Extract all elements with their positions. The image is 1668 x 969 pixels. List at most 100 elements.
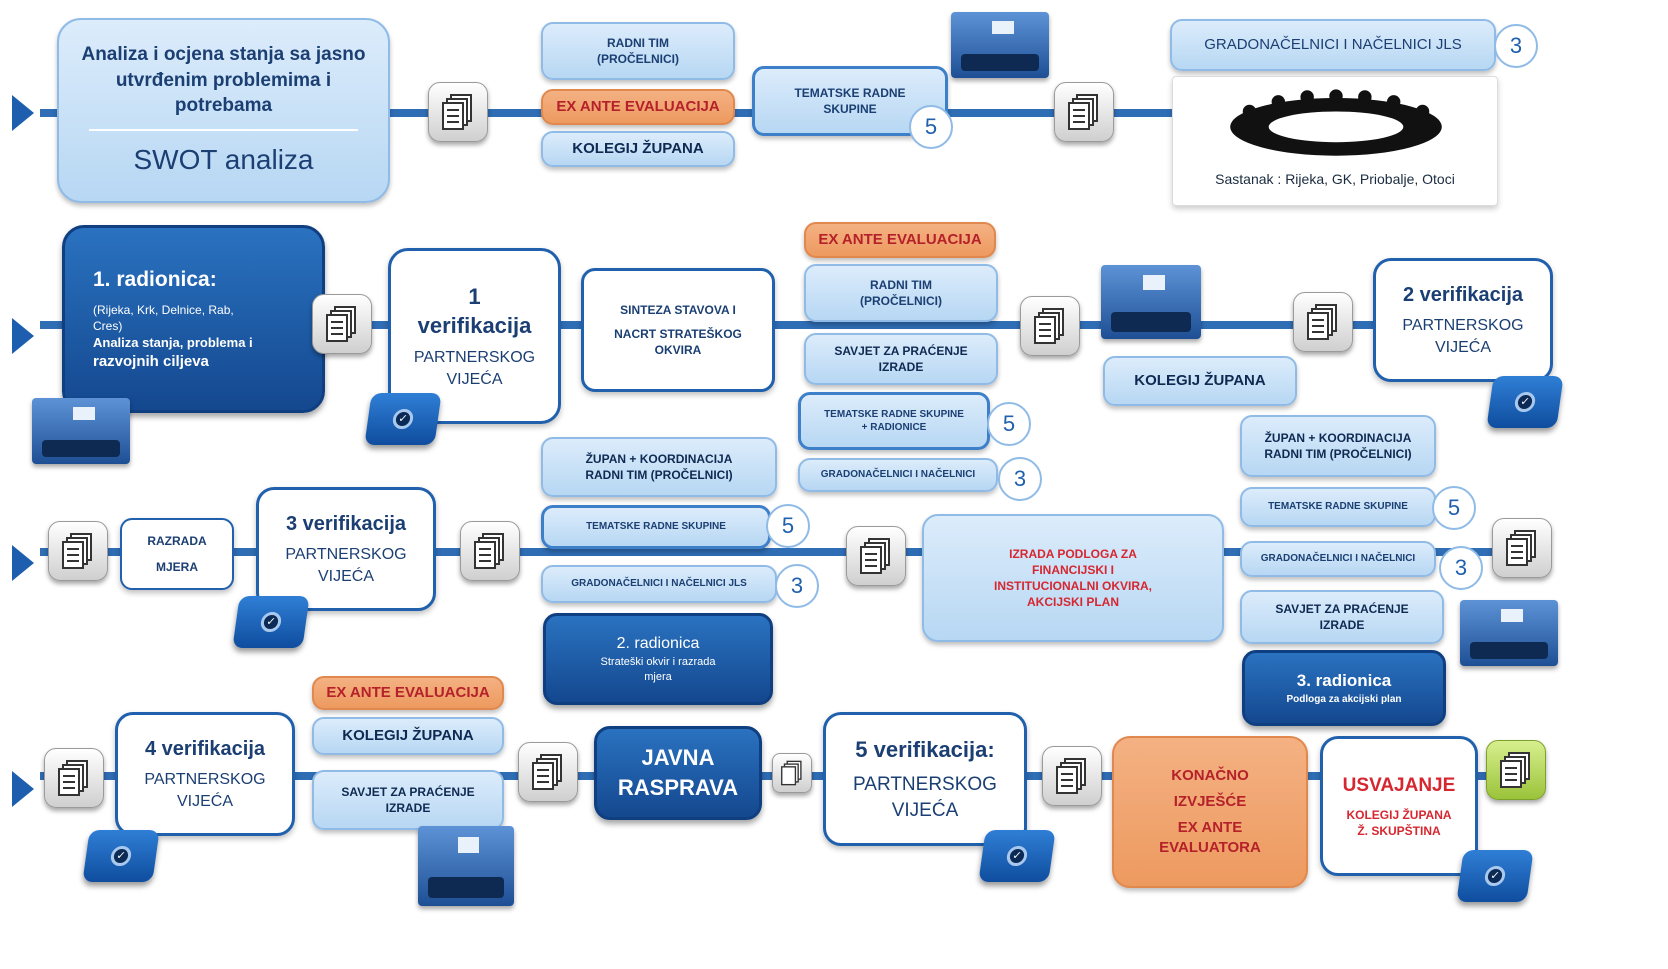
sastanak-label: Sastanak : Rijeka, GK, Priobalje, Otoci [1215, 171, 1455, 188]
document-stack-icon [1042, 746, 1102, 806]
play-arrow-icon [12, 771, 34, 807]
kolegij-label: KOLEGIJ ŽUPANA [342, 726, 474, 744]
radionica-1-title: 1. radionica: [93, 267, 217, 291]
sinteza-line: OKVIRA [654, 343, 702, 358]
ex-ante-label: EX ANTE EVALUACIJA [556, 97, 720, 115]
document-stack-icon [1486, 740, 1546, 800]
checkmark-badge-icon: ✓ [1456, 850, 1534, 902]
verifikacija-1-title: verifikacija [417, 313, 532, 339]
gradonacelnici-box: GRADONAČELNICI I NAČELNICI [798, 458, 998, 492]
radni-tim-line: (PROČELNICI) [597, 52, 679, 66]
radionica-2-title: 2. radionica [616, 635, 700, 653]
razrada-mjera-box: RAZRADA MJERA [120, 518, 234, 590]
tematske-line: + RADIONICE [861, 422, 927, 433]
savjet-line: IZRADE [878, 360, 924, 374]
document-stack-icon [1492, 518, 1552, 578]
savjet-line: SAVJET ZA PRAĆENJE [834, 343, 968, 358]
verifikacija-1-sub: VIJEĆA [446, 370, 503, 388]
meeting-room-icon [951, 12, 1049, 78]
savjet-line: IZRADE [385, 801, 431, 815]
document-stack-icon [460, 521, 520, 581]
round-table-icon [1230, 89, 1442, 156]
verifikacija-3-box: 3 verifikacija PARTNERSKOG VIJEĆA [256, 487, 436, 611]
razrada-line: RAZRADA [147, 533, 207, 548]
meeting-room-icon [1460, 600, 1558, 666]
count-badge: 5 [909, 105, 953, 149]
count-badge: 3 [1439, 546, 1483, 590]
izrada-line: INSTITUCIONALNI OKVIRA, [994, 579, 1152, 593]
verifikacija-4-sub: PARTNERSKOG [144, 770, 266, 788]
savjet-line: SAVJET ZA PRAĆENJE [1275, 601, 1409, 616]
sinteza-box: SINTEZA STAVOVA I NACRT STRATEŠKOG OKVIR… [581, 268, 775, 392]
tematske-radionice-box: TEMATSKE RADNE SKUPINE + RADIONICE [798, 392, 990, 450]
analysis-box: Analiza i ocjena stanja sa jasno utvrđen… [57, 18, 390, 203]
count-badge: 3 [775, 564, 819, 608]
ex-ante-label: EX ANTE EVALUACIJA [818, 230, 982, 248]
radionica-3-box: 3. radionica Podloga za akcijski plan [1242, 650, 1446, 726]
verifikacija-2-sub: PARTNERSKOG [1402, 316, 1524, 334]
play-arrow-icon [12, 95, 34, 131]
verifikacija-1-sub: PARTNERSKOG [413, 349, 536, 367]
zupan-line: ŽUPAN + KOORDINACIJA [585, 451, 733, 466]
analysis-line: utvrđenim problemima i [115, 69, 332, 91]
savjet-line: IZRADE [1319, 618, 1365, 632]
usvajanje-line: Ž. SKUPŠTINA [1357, 823, 1441, 838]
checkmark-badge-icon: ✓ [978, 830, 1056, 882]
radionica-1-line: Cres) [93, 319, 123, 334]
verifikacija-5-sub: VIJEĆA [891, 799, 959, 821]
kolegij-label: KOLEGIJ ŽUPANA [1134, 371, 1266, 389]
zupan-line: ŽUPAN + KOORDINACIJA [1264, 430, 1412, 445]
javna-rasprava-box: JAVNA RASPRAVA [594, 726, 762, 820]
verifikacija-2-title: 2 verifikacija [1402, 283, 1524, 306]
kolegij-zupana-box: KOLEGIJ ŽUPANA [541, 131, 735, 167]
izrada-line: AKCIJSKI PLAN [1026, 595, 1119, 610]
konacno-line: EVALUATORA [1159, 839, 1261, 857]
checkmark-badge-icon: ✓ [364, 393, 442, 445]
radionica-1-line: (Rijeka, Krk, Delnice, Rab, [93, 303, 234, 318]
radionica-1-line: Analiza stanja, problema i [93, 335, 253, 351]
zupan-line: RADNI TIM (PROČELNICI) [1264, 447, 1412, 461]
kolegij-zupana-box: KOLEGIJ ŽUPANA [312, 717, 504, 755]
document-stack-icon [772, 753, 812, 793]
verifikacija-4-title: 4 verifikacija [144, 737, 266, 760]
verifikacija-5-sub: PARTNERSKOG [853, 774, 997, 796]
konacno-line: EX ANTE [1177, 819, 1243, 836]
usvajanje-box: USVAJANJE KOLEGIJ ŽUPANA Ž. SKUPŠTINA [1320, 736, 1478, 876]
javna-line: RASPRAVA [617, 775, 739, 800]
count-badge: 5 [766, 504, 810, 548]
zupan-line: RADNI TIM (PROČELNICI) [585, 468, 733, 482]
radionica-2-line: Strateški okvir i razrada [600, 655, 716, 668]
kolegij-label: KOLEGIJ ŽUPANA [572, 139, 704, 157]
radionica-2-box: 2. radionica Strateški okvir i razrada m… [543, 613, 773, 705]
document-stack-icon [1020, 296, 1080, 356]
tematske-skupine-box: TEMATSKE RADNE SKUPINE [541, 505, 771, 549]
usvajanje-title: USVAJANJE [1342, 774, 1456, 796]
zupan-koordinacija-box: ŽUPAN + KOORDINACIJA RADNI TIM (PROČELNI… [541, 437, 777, 497]
swot-title: SWOT analiza [133, 144, 314, 176]
radni-tim-line: (PROČELNICI) [860, 294, 942, 308]
savjet-box: SAVJET ZA PRAĆENJE IZRADE [312, 770, 504, 830]
izrada-podloga-box: IZRADA PODLOGA ZA FINANCIJSKI I INSTITUC… [922, 514, 1224, 642]
verifikacija-4-sub: VIJEĆA [176, 792, 233, 810]
meeting-room-icon [418, 826, 514, 906]
radionica-3-sub: Podloga za akcijski plan [1286, 693, 1402, 705]
radni-tim-box: RADNI TIM (PROČELNICI) [804, 264, 998, 322]
count-badge: 3 [1494, 24, 1538, 68]
tematske-line: TEMATSKE RADNE SKUPINE [824, 408, 964, 420]
ex-ante-evaluacija-box: EX ANTE EVALUACIJA [804, 222, 996, 258]
analysis-line: Analiza i ocjena stanja sa jasno [81, 44, 366, 66]
divider [88, 129, 359, 132]
tematske-skupine-box: TEMATSKE RADNE SKUPINE [1240, 487, 1436, 527]
verifikacija-3-sub: PARTNERSKOG [285, 545, 407, 563]
kolegij-zupana-box: KOLEGIJ ŽUPANA [1103, 356, 1297, 406]
gradonacelnici-box: GRADONAČELNICI I NAČELNICI JLS [1170, 19, 1496, 71]
verifikacija-5-title: 5 verifikacija: [855, 736, 995, 762]
radionica-1-box: 1. radionica: (Rijeka, Krk, Delnice, Rab… [62, 225, 325, 413]
savjet-line: SAVJET ZA PRAĆENJE [341, 784, 475, 799]
tematske-label: TEMATSKE RADNE SKUPINE [586, 521, 726, 533]
checkmark-badge-icon: ✓ [1486, 376, 1564, 428]
radionica-3-title: 3. radionica [1296, 670, 1392, 690]
verifikacija-3-sub: VIJEĆA [317, 567, 374, 585]
tematske-line: TEMATSKE RADNE [794, 85, 906, 100]
verifikacija-4-box: 4 verifikacija PARTNERSKOG VIJEĆA [115, 712, 295, 836]
